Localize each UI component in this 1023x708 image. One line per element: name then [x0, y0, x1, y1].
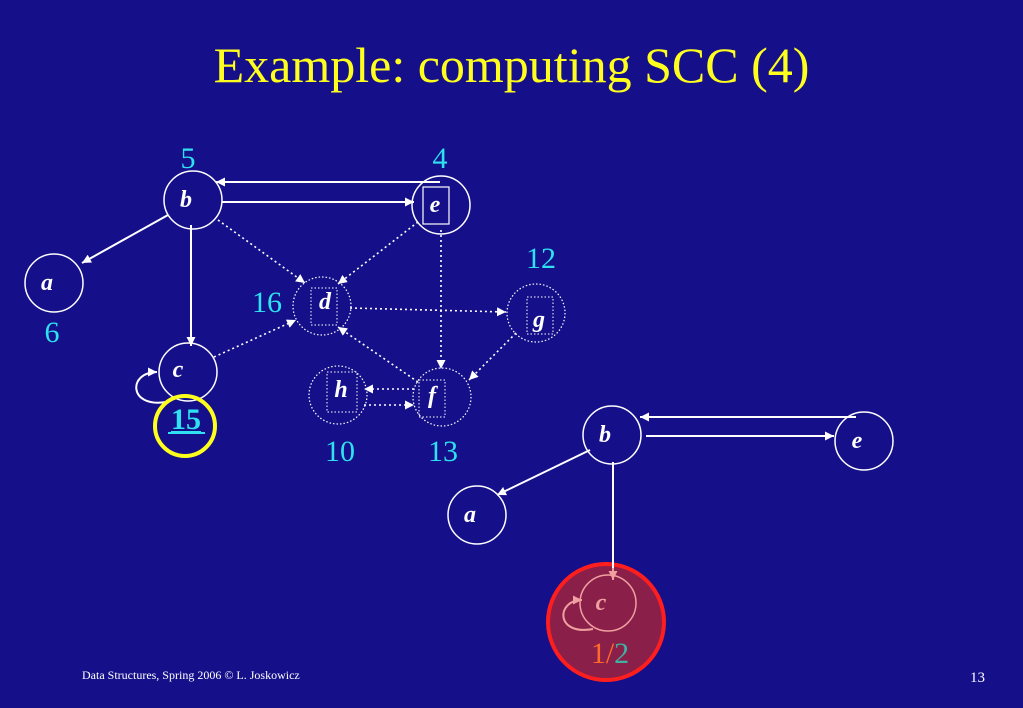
- edge-c2-self: [562, 595, 594, 631]
- number-d: 16: [252, 286, 282, 319]
- edge-f-d: [337, 326, 419, 383]
- edge-c-self: [135, 367, 167, 404]
- node-d: [292, 276, 352, 336]
- scc-label: 1/2: [591, 637, 629, 670]
- top-nodes: a b c e d g h f: [24, 170, 566, 427]
- node-b2: [582, 405, 642, 465]
- number-f: 13: [428, 435, 458, 468]
- scc-label-part2: 2: [614, 637, 629, 670]
- edge-d-g: [349, 307, 507, 317]
- bottom-nodes: b e a c 1/2: [447, 405, 894, 670]
- edge-b-d: [217, 219, 306, 284]
- node-h-marker: [326, 371, 358, 413]
- number-b: 5: [181, 142, 196, 175]
- bottom-edges: [496, 412, 856, 580]
- node-a: [24, 253, 84, 313]
- scc-label-part1: 1/: [591, 637, 615, 670]
- edge-e-d: [337, 221, 419, 285]
- number-h: 10: [325, 435, 355, 468]
- node-a2: [447, 485, 507, 545]
- node-b-label: b: [180, 187, 192, 213]
- node-e2: [834, 411, 894, 471]
- edge-b2-a2: [496, 449, 591, 496]
- node-c: [158, 342, 218, 402]
- node-a-label: a: [41, 270, 53, 296]
- top-dotted-edges: [213, 219, 517, 410]
- node-h-label: h: [334, 377, 347, 403]
- number-a: 6: [45, 316, 60, 349]
- node-g: [506, 283, 566, 343]
- node-e2-label: e: [852, 428, 863, 454]
- slide-footer: Data Structures, Spring 2006 © L. Joskow…: [82, 668, 300, 682]
- node-e: [411, 175, 471, 235]
- number-g: 12: [526, 242, 556, 275]
- node-g-label: g: [532, 307, 545, 333]
- slide-title: Example: computing SCC (4): [213, 37, 810, 93]
- node-a2-label: a: [464, 502, 476, 528]
- node-c2-label: c: [596, 590, 607, 616]
- node-f: [412, 367, 472, 427]
- top-numbers: 5 4 6 16 12 10 13 15: [45, 142, 557, 468]
- node-e-label: e: [430, 192, 441, 218]
- highlight-ring-c: [153, 394, 217, 458]
- top-edges: [81, 177, 440, 404]
- number-e: 4: [433, 142, 448, 175]
- node-d-label: d: [319, 289, 332, 315]
- node-h: [308, 365, 368, 425]
- edge-c-d: [213, 319, 297, 358]
- edge-g-f: [468, 332, 517, 381]
- node-f-label: f: [428, 383, 438, 409]
- scc-highlight: [546, 562, 666, 682]
- number-c: 15: [171, 403, 201, 436]
- node-b2-label: b: [599, 422, 611, 448]
- slide-page-number: 13: [970, 670, 985, 686]
- node-c-label: c: [173, 357, 184, 383]
- edge-b-a: [81, 214, 169, 264]
- node-e-marker: [422, 186, 450, 225]
- node-b: [163, 170, 223, 230]
